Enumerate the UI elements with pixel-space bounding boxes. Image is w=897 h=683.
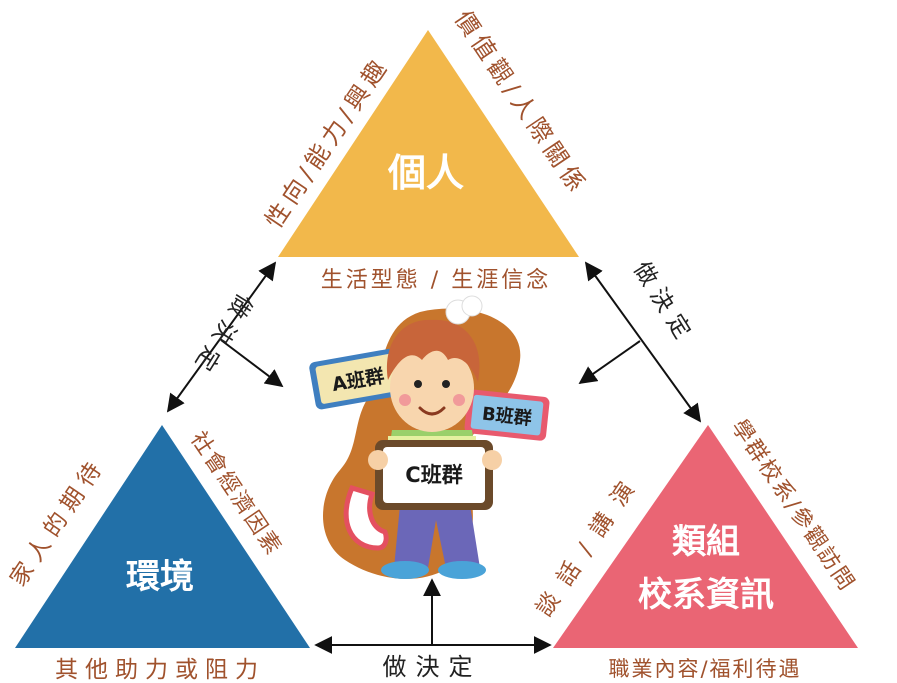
student-illustration: A班群 B班群 C班群 bbox=[309, 295, 550, 579]
left-pointer-arrow bbox=[220, 339, 284, 388]
student-shoe-right bbox=[438, 561, 486, 579]
student-shoe-left bbox=[381, 561, 429, 579]
personal-bottom-text: 生活型態 / 生涯信念 bbox=[321, 268, 551, 293]
pot-shape bbox=[343, 484, 389, 551]
student-pants bbox=[394, 505, 480, 568]
school-bottom-text: 職業內容/福利待遇 bbox=[608, 657, 801, 681]
sign-b: B班群 bbox=[464, 389, 550, 441]
student-hand-right bbox=[482, 450, 502, 470]
right-double-arrow bbox=[584, 261, 702, 423]
right-pointer-arrow bbox=[578, 340, 641, 385]
student-face bbox=[390, 344, 474, 432]
student-eye-left bbox=[414, 380, 422, 388]
left-double-arrow bbox=[166, 261, 277, 413]
environment-triangle bbox=[15, 425, 310, 648]
school-title-line1: 類組 bbox=[672, 522, 740, 562]
student-hair bbox=[387, 319, 480, 382]
sign-b-label: B班群 bbox=[481, 403, 533, 430]
student-hand-left bbox=[368, 450, 388, 470]
bottom-arrow-label: 做決定 bbox=[383, 653, 482, 681]
sign-c-label: C班群 bbox=[405, 463, 462, 487]
student-eye-right bbox=[442, 380, 450, 388]
environment-bottom-text: 其他助力或阻力 bbox=[55, 657, 265, 683]
school-title-line2: 校系資訊 bbox=[638, 575, 774, 615]
environment-title: 環境 bbox=[126, 557, 194, 597]
personal-triangle bbox=[278, 30, 579, 257]
left-arrow-label: 做決定 bbox=[186, 289, 257, 382]
school-triangle bbox=[553, 425, 858, 648]
student-mouth bbox=[418, 406, 446, 416]
sign-c: C班群 bbox=[375, 440, 493, 510]
personal-title: 個人 bbox=[387, 151, 464, 195]
sign-a: A班群 bbox=[309, 347, 407, 410]
